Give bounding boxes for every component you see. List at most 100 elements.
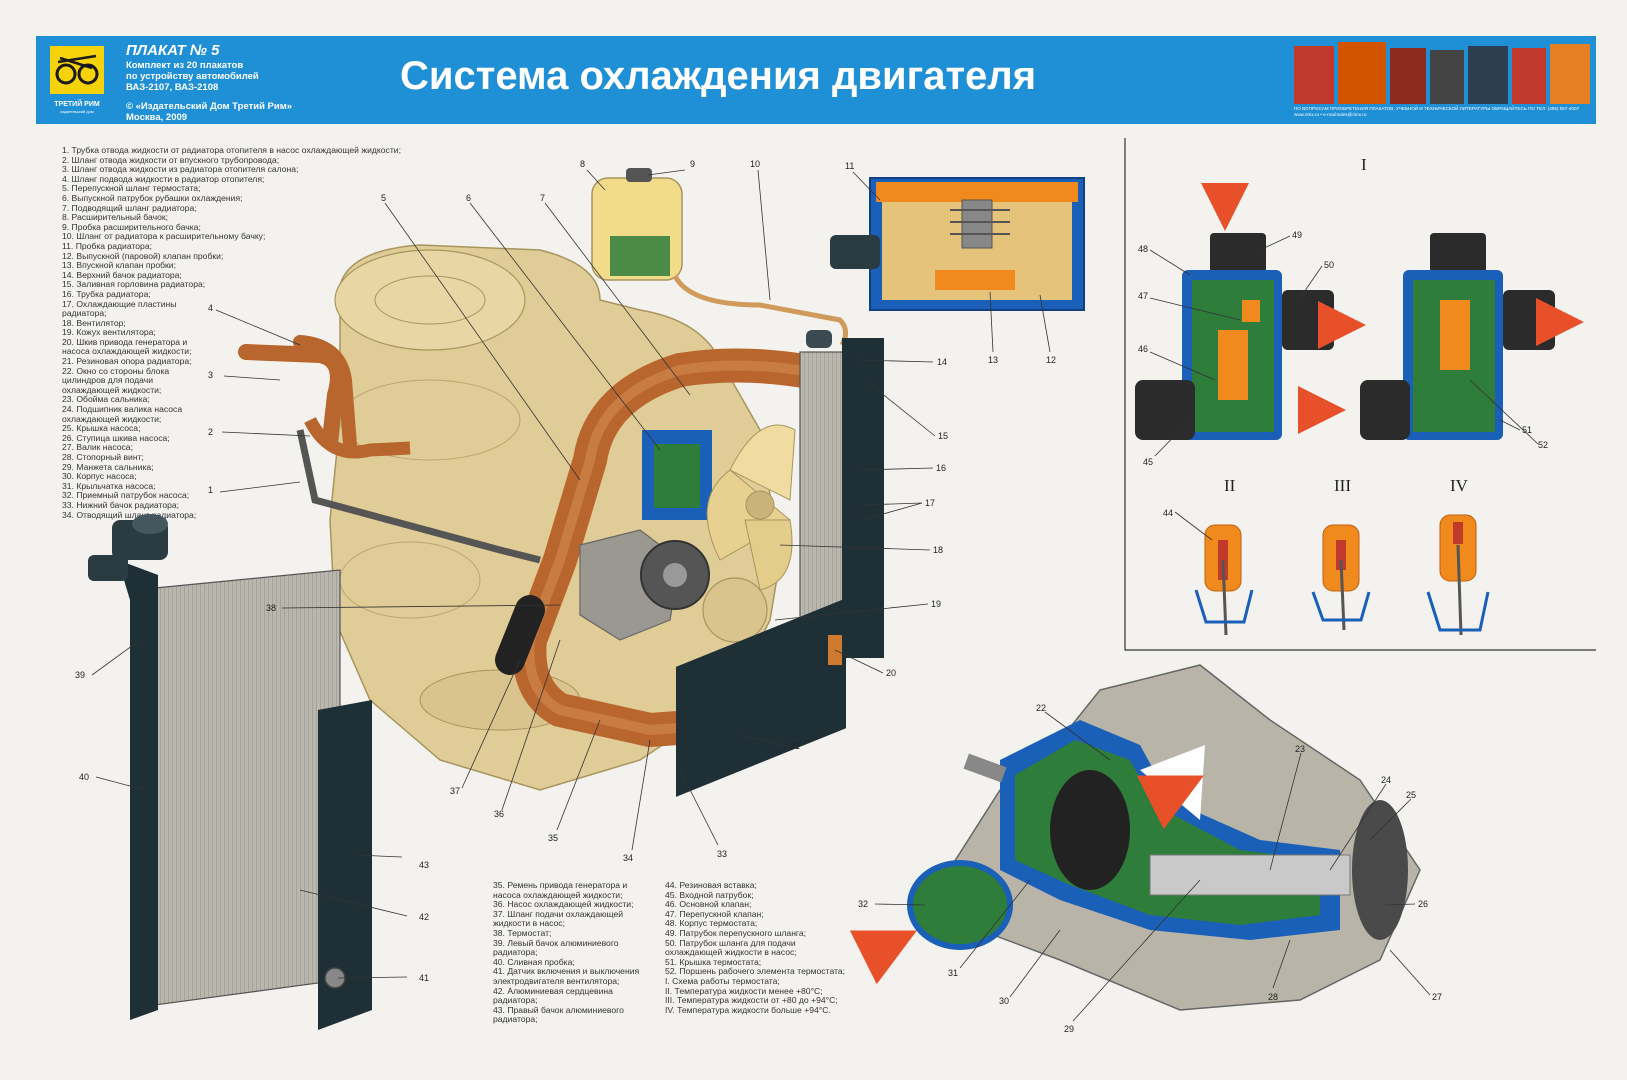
series-line: ВАЗ-2107, ВАЗ-2108 (126, 82, 219, 93)
callout-45: 45 (1143, 457, 1153, 467)
legend-item: 21. Резиновая опора радиатора; (62, 356, 192, 367)
legend-item: 9. Пробка расширительного бачка; (62, 221, 201, 232)
legend-item: I. Схема работы термостата; (665, 975, 780, 986)
legend-item: 11. Пробка радиатора; (62, 240, 152, 251)
legend-item: 4. Шланг подвода жидкости в радиатор ото… (62, 173, 265, 184)
flow-arrow (1136, 775, 1204, 830)
legend-item: охлаждающей жидкости; (62, 384, 162, 395)
series-info: Комплект из 20 плакатов по устройству ав… (126, 60, 316, 123)
legend-item: 43. Правый бачок алюминиевого (493, 1004, 624, 1015)
legend-item: 26. Ступица шкива насоса; (62, 432, 170, 443)
aluminium-radiator (88, 514, 372, 1030)
callout-30: 30 (999, 996, 1009, 1006)
poster-title: Система охлаждения двигателя (400, 54, 1037, 98)
legend-item: 27. Валик насоса; (62, 442, 133, 453)
radiator-upper-tank (842, 338, 884, 658)
callout-20: 20 (886, 668, 896, 678)
roman-iii: III (1334, 476, 1351, 495)
legend-item: 23. Обойма сальника; (62, 394, 150, 405)
callout-32: 32 (858, 899, 868, 909)
callout-22: 22 (1036, 703, 1046, 713)
inlet-pipe (1360, 380, 1410, 440)
thermostat-diagram-hot (1298, 233, 1584, 440)
legend-item: 50. Патрубок шланга для подачи (665, 937, 796, 948)
legend-item: радиатора; (493, 1014, 538, 1025)
callout-34: 34 (623, 853, 633, 863)
callout-19: 19 (931, 599, 941, 609)
legend-item: II. Температура жидкости менее +80°С; (665, 985, 823, 996)
book-cover (1338, 42, 1386, 104)
air-filter (334, 249, 526, 351)
roman-iv: IV (1450, 476, 1469, 495)
legend-item: радиатора; (493, 947, 538, 958)
legend-item: радиатора; (493, 995, 538, 1006)
legend-left: 1. Трубка отвода жидкости от радиатора о… (62, 145, 401, 520)
callout-26: 26 (1418, 899, 1428, 909)
callout-25: 25 (1406, 790, 1416, 800)
pump-hub (663, 563, 687, 587)
cap-spring (950, 209, 1010, 235)
callout-38: 38 (266, 603, 276, 613)
callout-4: 4 (208, 303, 213, 313)
bypass-valve (1242, 300, 1260, 322)
coolant-level (610, 236, 670, 276)
legend-middle-2: 44. Резиновая вставка;45. Входной патруб… (665, 880, 846, 1015)
thermostat-panel-frame (1124, 138, 1596, 651)
callout-50: 50 (1324, 260, 1334, 270)
radiator-core (154, 569, 341, 1006)
callout-47: 47 (1138, 291, 1148, 301)
callout-3: 3 (208, 370, 213, 380)
outlet-pipe (1503, 290, 1555, 350)
pump-stud (963, 753, 1007, 783)
heater-hoses (238, 335, 541, 564)
callout-23: 23 (1295, 744, 1305, 754)
cap-side-pipe (830, 235, 880, 269)
legend-item: 46. Основной клапан; (665, 899, 752, 910)
callout-numbers: 1 2 3 4 5 6 7 8 9 10 11 12 13 14 15 16 1… (75, 159, 1548, 1034)
left-tank (118, 560, 158, 1020)
callout-49: 49 (1292, 230, 1302, 240)
callout-48: 48 (1138, 244, 1148, 254)
radiator-main (676, 330, 884, 797)
legend-item: 7. Подводящий шланг радиатора; (62, 202, 197, 213)
callout-21: 21 (790, 741, 800, 751)
legend-item: жидкости в насос; (493, 918, 565, 929)
publisher-line: Москва, 2009 (126, 112, 188, 123)
outlet-pipe (1282, 290, 1334, 350)
logo-wheel-icon (77, 63, 99, 85)
air-filter-ring (374, 275, 486, 325)
callout-2: 2 (208, 427, 213, 437)
legend-item: цилиндров для подачи (62, 375, 154, 386)
radiator-filler-cap (132, 514, 168, 534)
cooling-fan (706, 424, 796, 591)
legend-item: электродвигателя вентилятора; (493, 975, 620, 986)
legend-item: 14. Верхний бачок радиатора; (62, 269, 182, 280)
callout-29: 29 (1064, 1024, 1074, 1034)
legend-item: 40. Сливная пробка; (493, 956, 575, 967)
thermostat-element-iv (1426, 514, 1490, 636)
callout-31: 31 (948, 968, 958, 978)
legend-item: 13. Впускной клапан пробки; (62, 260, 176, 271)
legend-item: 19. Кожух вентилятора; (62, 327, 156, 338)
callout-44: 44 (1163, 508, 1173, 518)
publisher-logo: ТРЕТИЙ РИМ издательский дом (46, 44, 108, 116)
series-line: по устройству автомобилей (126, 71, 259, 82)
legend-item: 52. Поршень рабочего элемента термостата… (665, 966, 846, 977)
roman-i: I (1361, 155, 1367, 174)
series-line: Комплект из 20 плакатов (126, 60, 244, 71)
book-cover (1468, 46, 1508, 104)
logo-subtext: издательский дом (60, 109, 94, 114)
legend-item: 12. Выпускной (паровой) клапан пробки; (62, 250, 224, 261)
callout-12: 12 (1046, 355, 1056, 365)
legend-item: 22. Окно со стороны блока (62, 365, 170, 376)
legend-item: 5. Перепускной шланг термостата; (62, 183, 201, 194)
legend-item: 29. Манжета сальника; (62, 461, 154, 472)
thermostat-element (1218, 330, 1248, 400)
header-banner: ТРЕТИЙ РИМ издательский дом ПЛАКАТ № 5 К… (36, 36, 1596, 124)
callout-9: 9 (690, 159, 695, 169)
legend-item: 44. Резиновая вставка; (665, 880, 757, 890)
bypass-pipe (1210, 233, 1266, 273)
callout-24: 24 (1381, 775, 1391, 785)
pump-inlet-hose (495, 595, 545, 675)
